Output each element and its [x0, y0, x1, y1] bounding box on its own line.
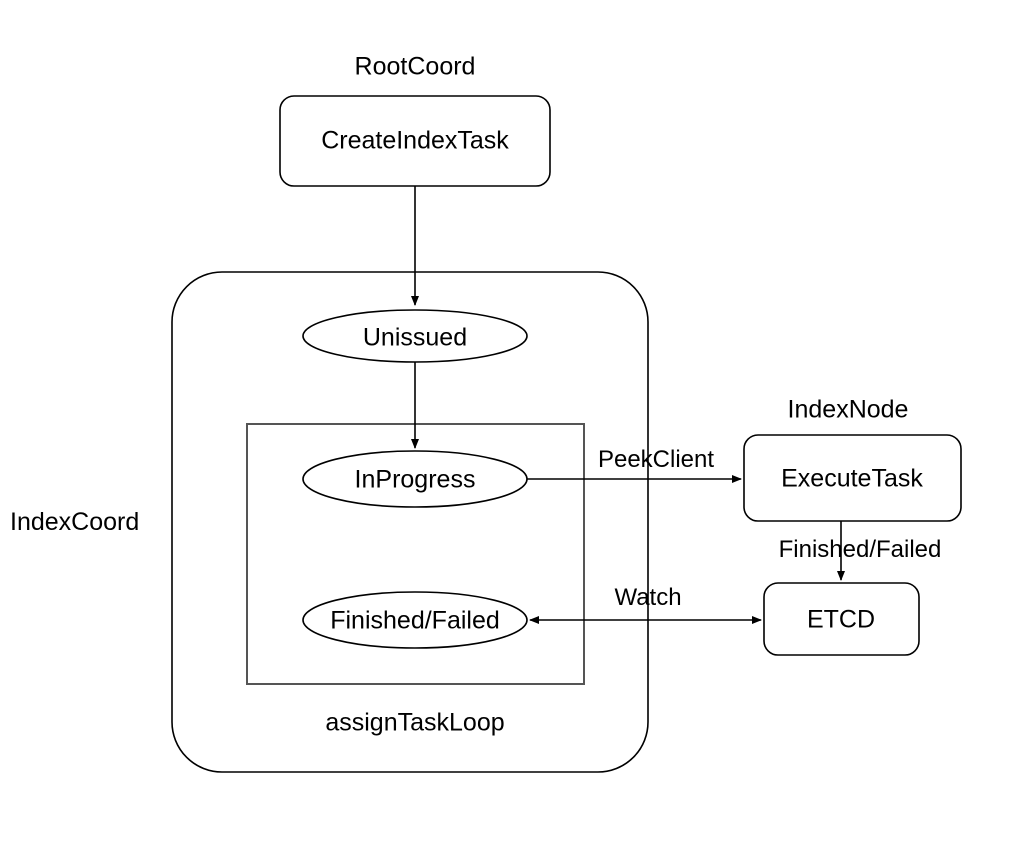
group-label-index-node: IndexNode: [787, 395, 909, 424]
finished-failed-ellipse[interactable]: [302, 591, 528, 649]
group-label-root-coord: RootCoord: [354, 52, 476, 81]
node-label-finished-failed[interactable]: Finished/Failed: [330, 606, 500, 635]
node-label-in-progress[interactable]: InProgress: [354, 465, 476, 494]
group-label-index-coord: IndexCoord: [10, 508, 140, 536]
group-label-assign-task-loop: assignTaskLoop: [325, 708, 505, 737]
node-label-create-index-task[interactable]: CreateIndexTask: [321, 126, 509, 155]
execute-task-box[interactable]: [743, 434, 962, 522]
index-coord-container: [171, 271, 649, 773]
node-label-etcd[interactable]: ETCD: [806, 605, 876, 634]
edge-label-finished-failed: Finished/Failed: [778, 536, 942, 563]
edge-label-watch: Watch: [614, 584, 682, 611]
etcd-box[interactable]: [763, 582, 920, 656]
node-label-execute-task[interactable]: ExecuteTask: [781, 464, 923, 493]
edge-label-peek-client: PeekClient: [597, 446, 715, 473]
node-label-unissued[interactable]: Unissued: [362, 323, 468, 352]
